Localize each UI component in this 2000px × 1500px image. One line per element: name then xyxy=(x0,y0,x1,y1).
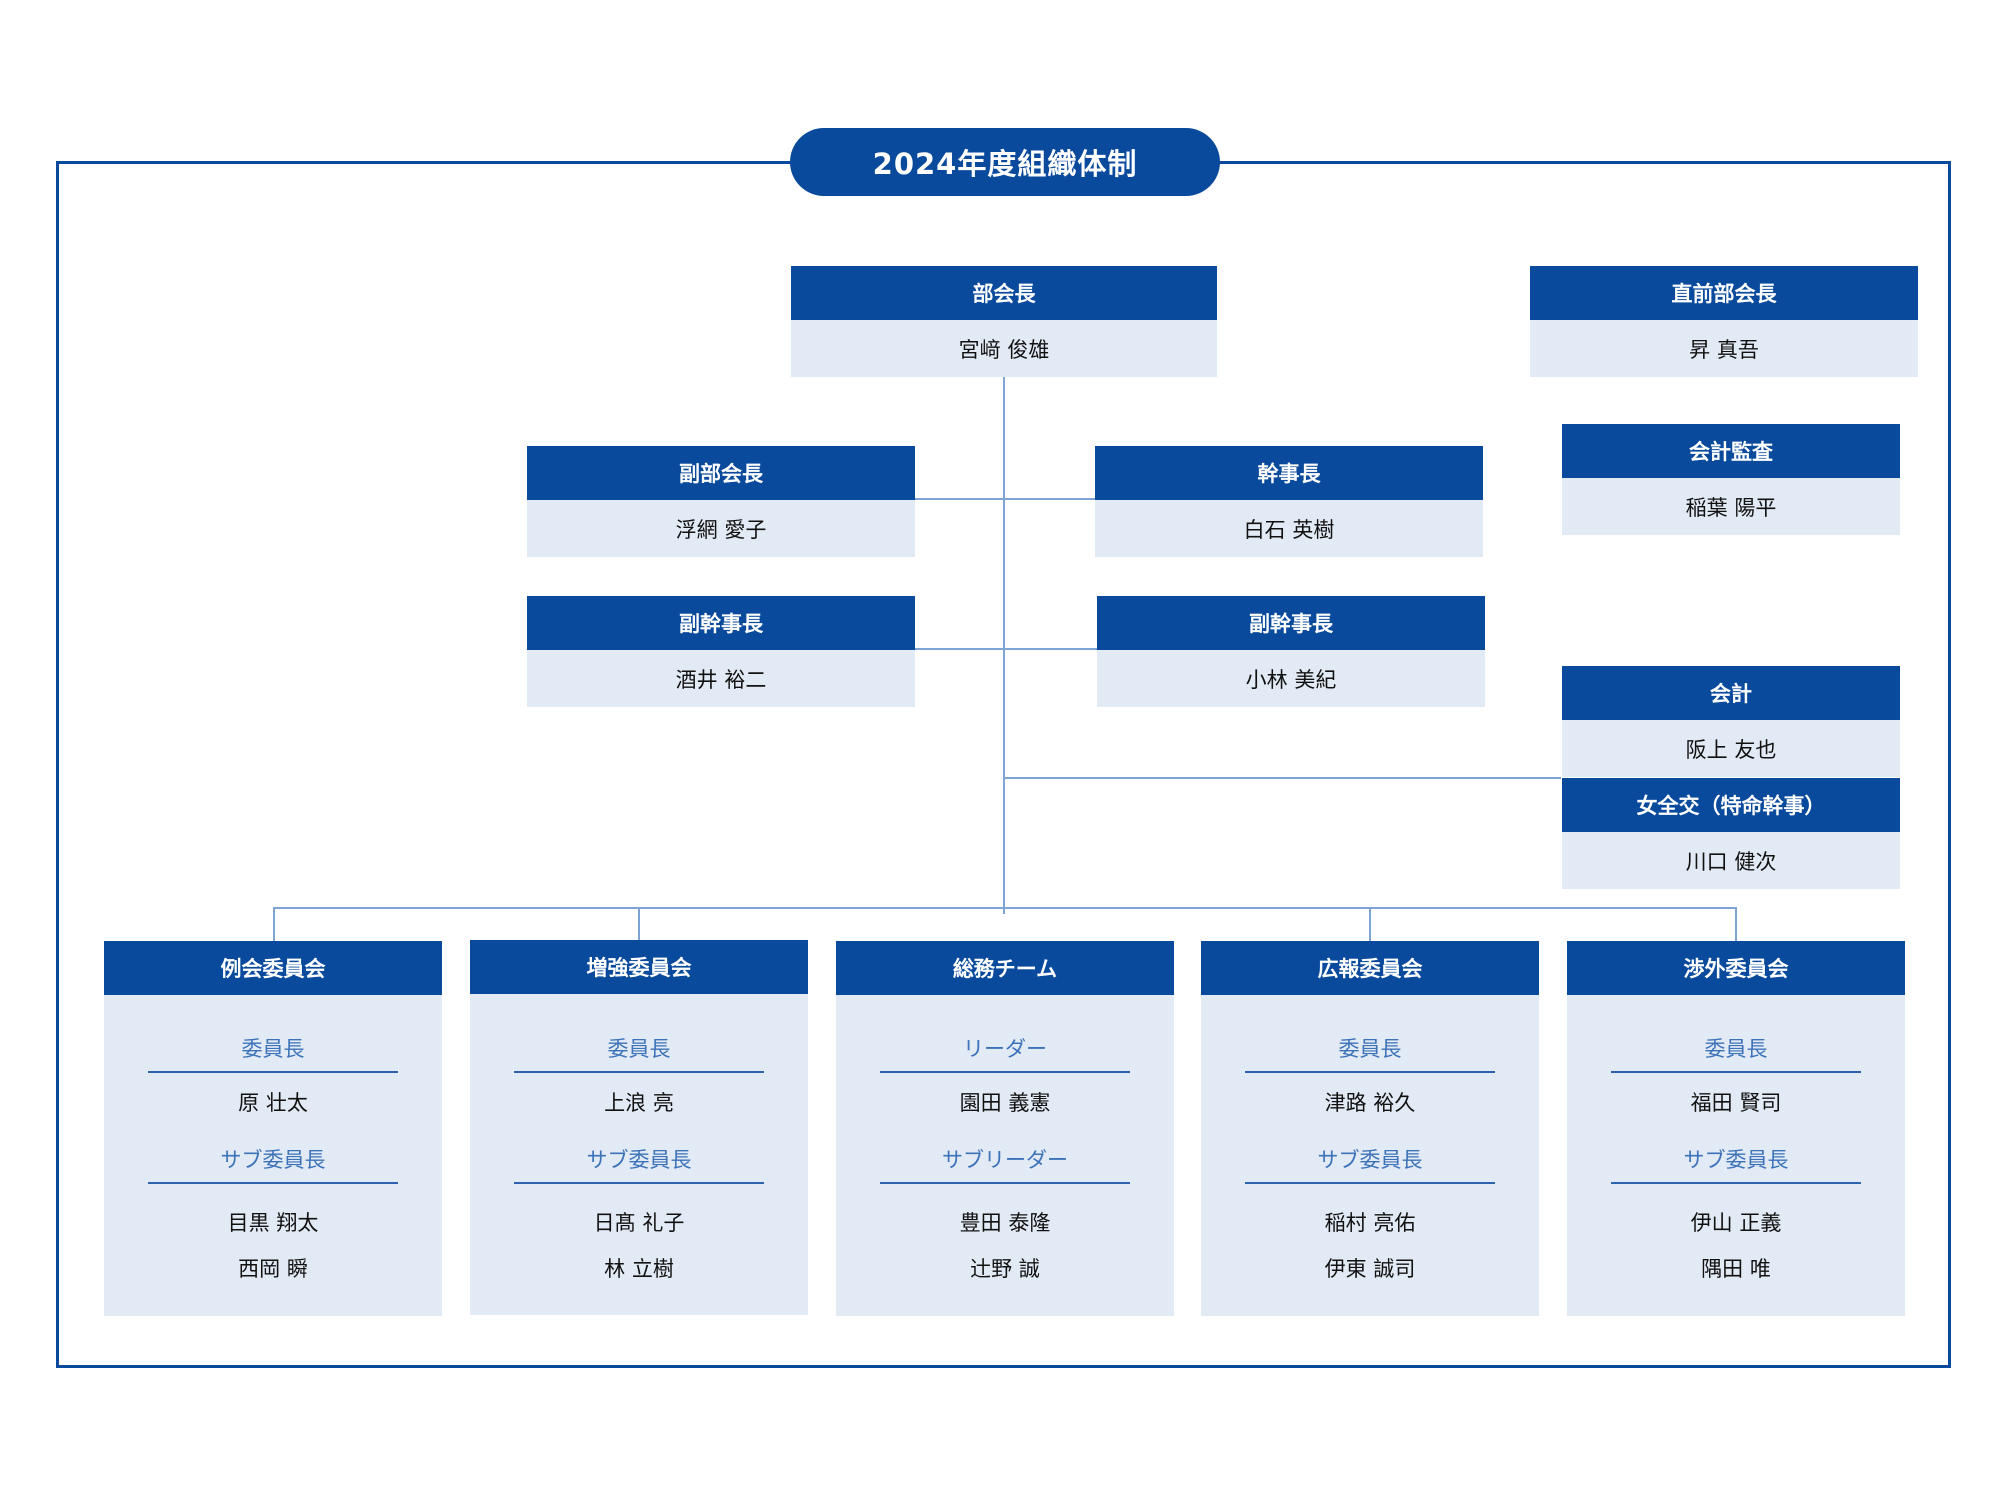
president-role: 部会長 xyxy=(791,266,1217,320)
past-president-name: 昇 真吾 xyxy=(1530,320,1918,377)
committee-sub-name-1: 目黒 翔太 xyxy=(227,1211,319,1235)
committee-sub-name-2: 隅田 唯 xyxy=(1701,1257,1771,1281)
committee-chief-role: リーダー xyxy=(880,1033,1130,1073)
committee-name: 広報委員会 xyxy=(1201,941,1539,995)
committee-sub-name-2: 辻野 誠 xyxy=(970,1257,1040,1281)
connector-drop-1 xyxy=(273,907,275,941)
treasurer-name: 阪上 友也 xyxy=(1562,720,1900,777)
president-box: 部会長 宮﨑 俊雄 xyxy=(791,266,1217,377)
committee-zoukyou: 増強委員会 委員長 上浪 亮 サブ委員長 日髙 礼子 林 立樹 xyxy=(470,940,808,1315)
connector-drop-5 xyxy=(1735,907,1737,941)
auditor-box: 会計監査 稲葉 陽平 xyxy=(1562,424,1900,535)
past-president-box: 直前部会長 昇 真吾 xyxy=(1530,266,1918,377)
committee-sub-name-1: 日髙 礼子 xyxy=(593,1211,685,1235)
special-secretary-name: 川口 健次 xyxy=(1562,832,1900,889)
connector-committee-bus xyxy=(273,907,1737,909)
committee-sub-name-2: 林 立樹 xyxy=(604,1257,674,1281)
secretary-general-name: 白石 英樹 xyxy=(1095,500,1483,557)
committee-sub-name-2: 伊東 誠司 xyxy=(1324,1257,1416,1281)
committee-soumu: 総務チーム リーダー 園田 義憲 サブリーダー 豊田 泰隆 辻野 誠 xyxy=(836,941,1174,1316)
committee-name: 増強委員会 xyxy=(470,940,808,994)
committee-name: 総務チーム xyxy=(836,941,1174,995)
committee-kouhou: 広報委員会 委員長 津路 裕久 サブ委員長 稲村 亮佑 伊東 誠司 xyxy=(1201,941,1539,1316)
committee-sub-role: サブ委員長 xyxy=(1611,1144,1861,1184)
secretary-general-box: 幹事長 白石 英樹 xyxy=(1095,446,1483,557)
past-president-role: 直前部会長 xyxy=(1530,266,1918,320)
chart-title: 2024年度組織体制 xyxy=(790,128,1220,196)
committee-chief-name: 福田 賢司 xyxy=(1690,1091,1782,1115)
vice-president-box: 副部会長 浮網 愛子 xyxy=(527,446,915,557)
treasurer-box: 会計 阪上 友也 xyxy=(1562,666,1900,777)
treasurer-role: 会計 xyxy=(1562,666,1900,720)
vice-secretary-1-role: 副幹事長 xyxy=(527,596,915,650)
committee-sub-name-1: 稲村 亮佑 xyxy=(1324,1211,1416,1235)
committee-chief-role: 委員長 xyxy=(514,1033,764,1073)
committee-chief-name: 津路 裕久 xyxy=(1324,1091,1416,1115)
vice-secretary-box-2: 副幹事長 小林 美紀 xyxy=(1097,596,1485,707)
committee-name: 例会委員会 xyxy=(104,941,442,995)
committee-sub-role: サブ委員長 xyxy=(514,1144,764,1184)
secretary-general-role: 幹事長 xyxy=(1095,446,1483,500)
connector-main-vertical xyxy=(1003,376,1005,914)
committee-reikai: 例会委員会 委員長 原 壮太 サブ委員長 目黒 翔太 西岡 瞬 xyxy=(104,941,442,1316)
connector-drop-2 xyxy=(638,907,640,941)
committee-chief-role: 委員長 xyxy=(1245,1033,1495,1073)
committee-chief-name: 園田 義憲 xyxy=(959,1091,1051,1115)
committee-sub-name-1: 伊山 正義 xyxy=(1690,1211,1782,1235)
committee-chief-name: 原 壮太 xyxy=(238,1091,308,1115)
connector-treasurer xyxy=(1003,777,1561,779)
connector-row2 xyxy=(912,648,1097,650)
committee-shougai: 渉外委員会 委員長 福田 賢司 サブ委員長 伊山 正義 隅田 唯 xyxy=(1567,941,1905,1316)
committee-sub-role: サブ委員長 xyxy=(1245,1144,1495,1184)
special-secretary-role: 女全交（特命幹事） xyxy=(1562,778,1900,832)
president-name: 宮﨑 俊雄 xyxy=(791,320,1217,377)
committee-name: 渉外委員会 xyxy=(1567,941,1905,995)
committee-sub-name-2: 西岡 瞬 xyxy=(238,1257,308,1281)
vice-secretary-box-1: 副幹事長 酒井 裕二 xyxy=(527,596,915,707)
committee-chief-role: 委員長 xyxy=(1611,1033,1861,1073)
committee-sub-role: サブリーダー xyxy=(880,1144,1130,1184)
auditor-role: 会計監査 xyxy=(1562,424,1900,478)
committee-sub-role: サブ委員長 xyxy=(148,1144,398,1184)
connector-row1 xyxy=(912,498,1095,500)
vice-president-name: 浮網 愛子 xyxy=(527,500,915,557)
committee-chief-name: 上浪 亮 xyxy=(604,1091,674,1115)
committee-sub-name-1: 豊田 泰隆 xyxy=(959,1211,1051,1235)
vice-secretary-1-name: 酒井 裕二 xyxy=(527,650,915,707)
committee-chief-role: 委員長 xyxy=(148,1033,398,1073)
vice-secretary-2-name: 小林 美紀 xyxy=(1097,650,1485,707)
connector-drop-4 xyxy=(1369,907,1371,941)
vice-president-role: 副部会長 xyxy=(527,446,915,500)
auditor-name: 稲葉 陽平 xyxy=(1562,478,1900,535)
special-secretary-box: 女全交（特命幹事） 川口 健次 xyxy=(1562,778,1900,889)
vice-secretary-2-role: 副幹事長 xyxy=(1097,596,1485,650)
